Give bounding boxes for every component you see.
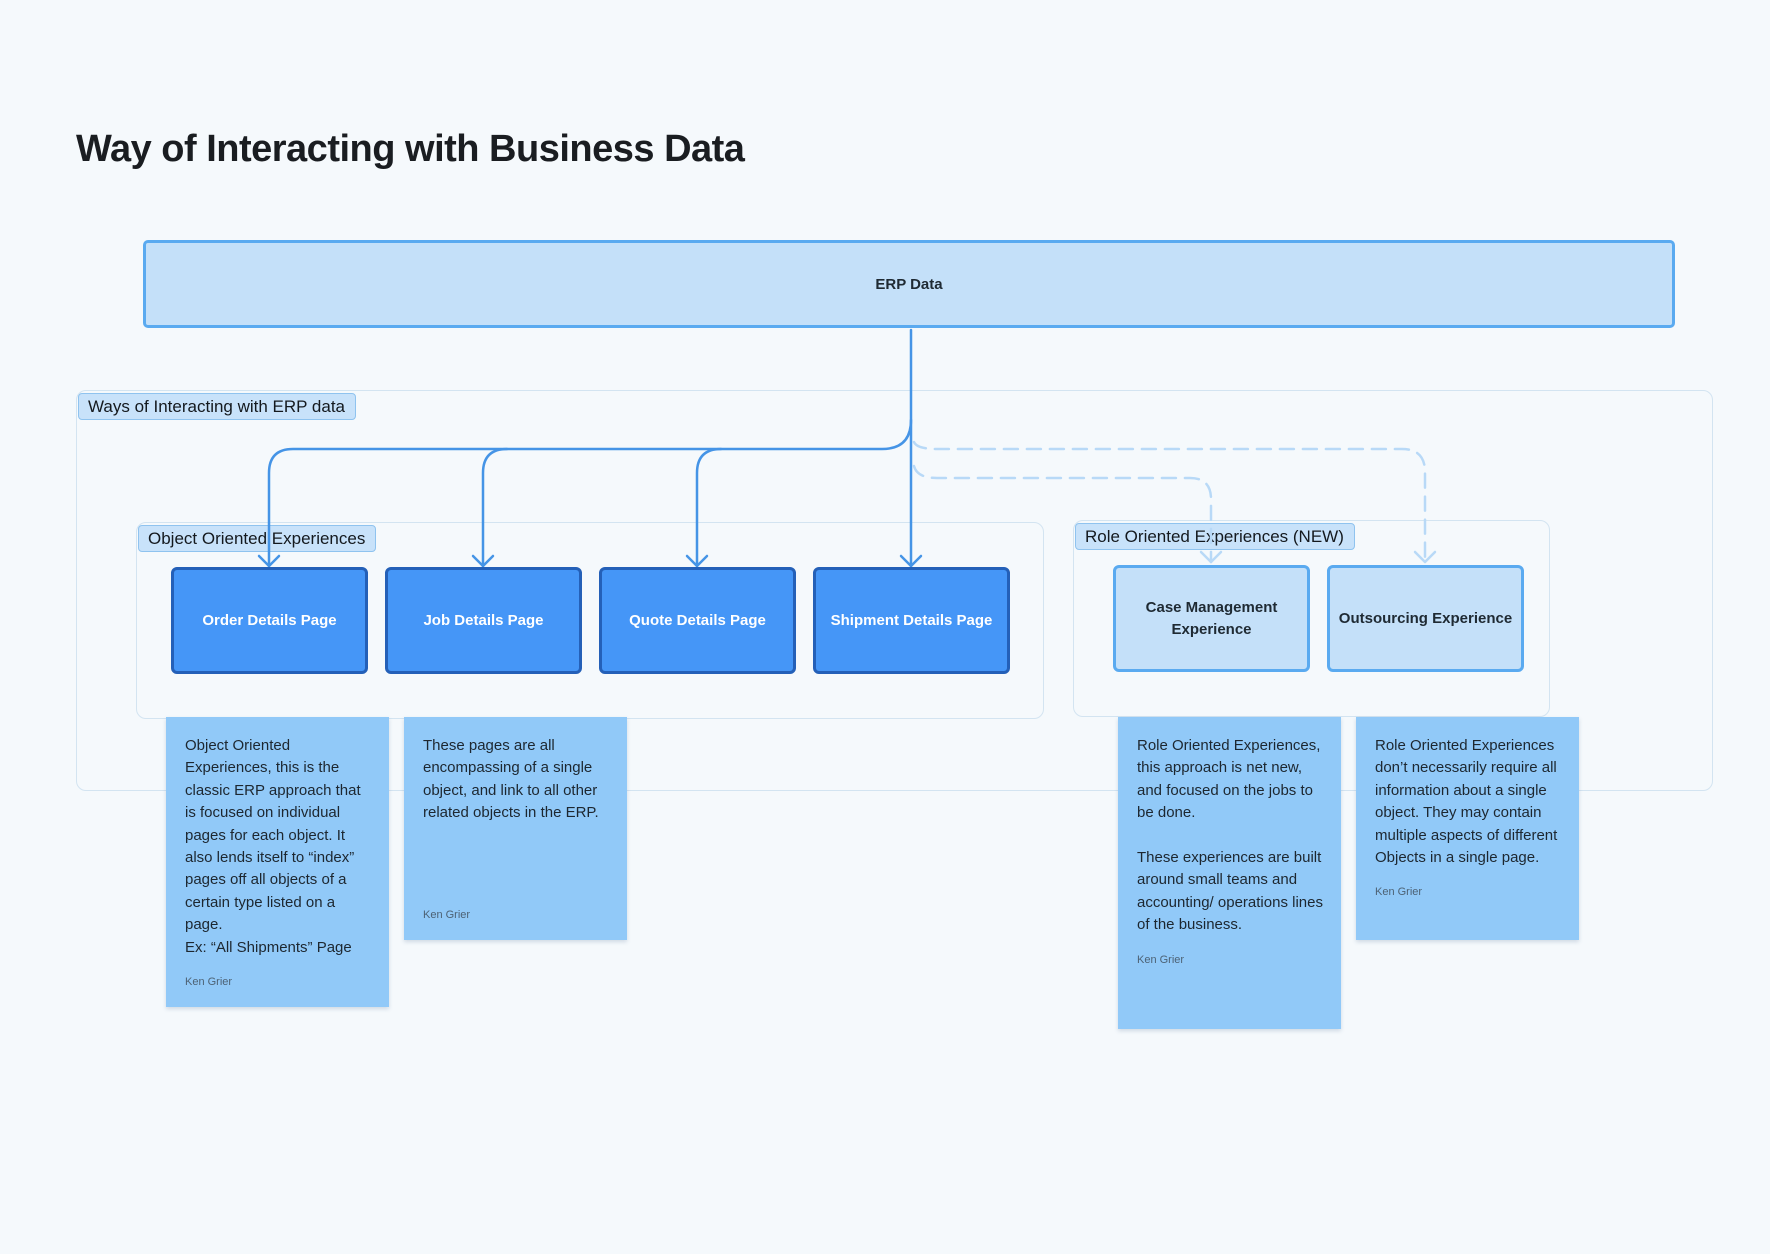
dashed-connector-to-case-management xyxy=(912,464,1213,564)
sticky-note-text: Role Oriented Experiences, this approach… xyxy=(1137,737,1325,822)
connector-branch-to-job xyxy=(481,447,509,568)
ways-section-label: Ways of Interacting with ERP data xyxy=(78,393,357,420)
object-oriented-section-label: Object Oriented Experiences xyxy=(138,525,377,552)
quote-details-page-node[interactable]: Quote Details Page xyxy=(599,567,796,674)
sticky-note-author: Ken Grier xyxy=(1137,953,1185,966)
sticky-note-author: Ken Grier xyxy=(1375,886,1423,899)
case-management-arrowhead xyxy=(1199,550,1223,564)
role-oriented-section-label: Role Oriented Experiences (NEW) xyxy=(1075,523,1355,550)
sticky-note-role-object-aspects[interactable]: Role Oriented Experiences don’t necessar… xyxy=(1356,717,1579,940)
case-management-experience-node[interactable]: Case Management Experience xyxy=(1113,565,1310,672)
job-details-page-node[interactable]: Job Details Page xyxy=(385,567,582,674)
outsourcing-arrowhead xyxy=(1413,550,1437,564)
role-oriented-section xyxy=(1073,520,1550,717)
sticky-note-object-oriented[interactable]: Object Oriented Experiences, this is the… xyxy=(166,717,389,1007)
sticky-note-text: These pages are all encompassing of a si… xyxy=(423,737,602,822)
order-details-page-node[interactable]: Order Details Page xyxy=(171,567,368,674)
page-title: Way of Interacting with Business Data xyxy=(76,128,745,170)
sticky-note-text: Object Oriented Experiences, this is the… xyxy=(185,737,361,956)
sticky-note-role-oriented[interactable]: Role Oriented Experiences, this approach… xyxy=(1118,717,1341,1029)
job-arrowhead xyxy=(471,554,495,568)
connector-branch-to-quote xyxy=(695,447,723,568)
sticky-note-text: Role Oriented Experiences don’t necessar… xyxy=(1375,737,1562,867)
sticky-note-author: Ken Grier xyxy=(185,976,233,989)
connector-erp-to-order xyxy=(267,418,913,568)
sticky-note-author: Ken Grier xyxy=(423,908,471,921)
shipment-details-page-node[interactable]: Shipment Details Page xyxy=(813,567,1010,674)
ways-section xyxy=(76,390,1713,791)
erp-data-node[interactable]: ERP Data xyxy=(143,240,1675,328)
dashed-connector-to-outsourcing xyxy=(912,440,1427,564)
sticky-note-single-object[interactable]: These pages are all encompassing of a si… xyxy=(404,717,627,940)
sticky-note-text: These experiences are built around small… xyxy=(1137,849,1328,934)
shipment-arrowhead xyxy=(899,554,923,568)
quote-arrowhead xyxy=(685,554,709,568)
outsourcing-experience-node[interactable]: Outsourcing Experience xyxy=(1327,565,1524,672)
order-arrowhead xyxy=(257,554,281,568)
